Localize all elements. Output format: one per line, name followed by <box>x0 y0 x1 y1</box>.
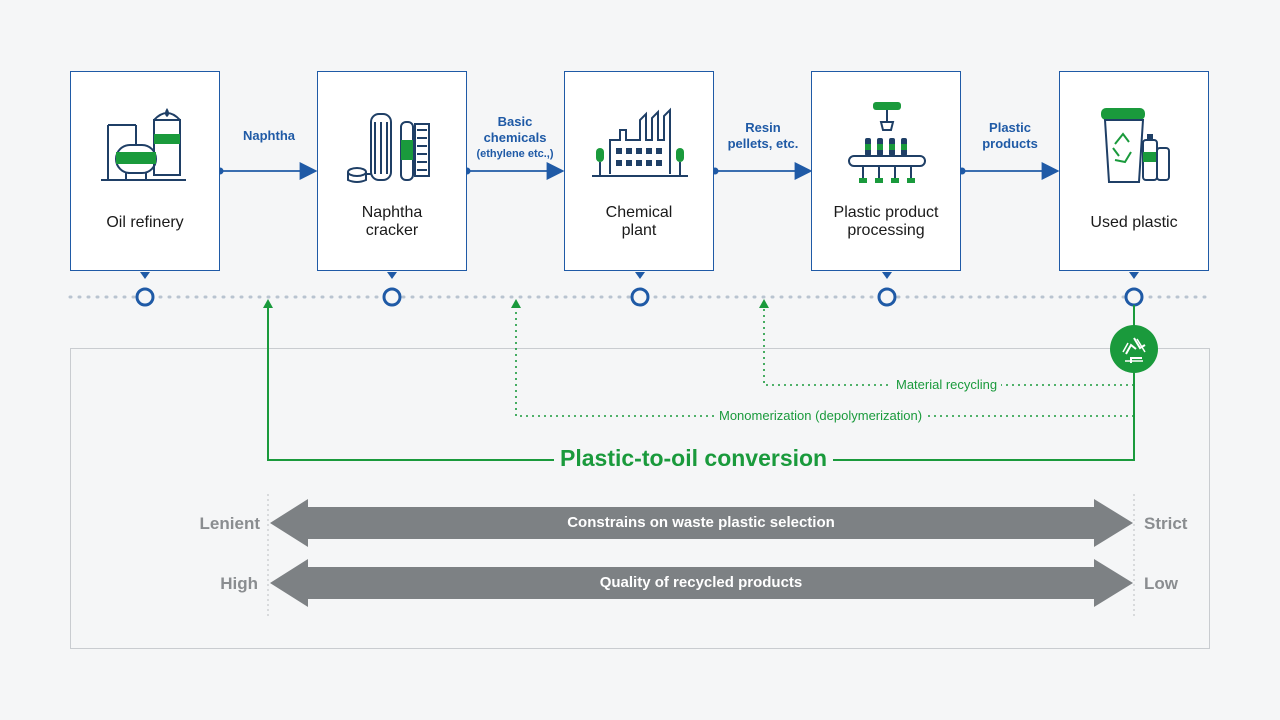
stage-label-chemical-plant: Chemical plant <box>605 204 673 239</box>
monomerization-label: Monomerization (depolymerization) <box>715 408 927 423</box>
scale-right-strict: Strict <box>1144 514 1188 533</box>
recycling-panel <box>70 348 1210 649</box>
stage-box-oil-refinery: Oil refinery <box>70 71 220 271</box>
flow-label-plastic-products: Plastic products <box>982 120 1038 151</box>
stage-box-naphtha-cracker: Naphtha cracker <box>317 71 467 271</box>
oil-refinery-icon <box>101 108 186 181</box>
naphtha-cracker-icon <box>347 113 430 183</box>
material-recycling-arrowhead <box>759 299 769 308</box>
scale-left-lenient: Lenient <box>199 514 260 533</box>
processing-conveyor-icon <box>848 102 926 183</box>
material-recycling-route <box>763 306 1134 386</box>
recycle-symbol-icon <box>1110 325 1158 373</box>
scale-arrow-constraints <box>270 499 1133 547</box>
scale-arrow-quality <box>270 559 1133 607</box>
stage-marker-4 <box>877 287 897 307</box>
stage-box-chemical-plant: Chemical plant <box>564 71 714 271</box>
stage-marker-1 <box>135 287 155 307</box>
material-recycling-label: Material recycling <box>892 377 1002 392</box>
scale-center-constraints: Constrains on waste plastic selection <box>567 514 835 531</box>
stage-label-oil-refinery: Oil refinery <box>106 214 184 231</box>
monomerization-route <box>515 306 1134 417</box>
stage-label-plastic-processing: Plastic product processing <box>833 204 939 239</box>
flow-label-naphtha: Naphtha <box>243 128 295 143</box>
stage-box-plastic-processing: Plastic product processing <box>811 71 961 271</box>
scale-center-quality: Quality of recycled products <box>599 574 803 591</box>
chemical-plant-icon <box>592 107 688 177</box>
scale-right-low: Low <box>1144 574 1178 593</box>
stage-label-used-plastic: Used plastic <box>1090 214 1178 231</box>
flow-label-basic-chemicals: Basic chemicals (ethylene etc.,) <box>476 114 554 160</box>
stage-marker-3 <box>630 287 650 307</box>
scale-left-high: High <box>220 574 258 593</box>
oil-conversion-route <box>267 306 1135 461</box>
stage-markers <box>135 272 1144 307</box>
stage-box-used-plastic: Used plastic <box>1059 71 1209 271</box>
oil-conversion-label: Plastic-to-oil conversion <box>554 445 834 472</box>
stage-marker-2 <box>382 287 402 307</box>
oil-conversion-arrowhead <box>263 299 273 308</box>
flow-label-resin-pellets: Resin pellets, etc. <box>727 120 799 151</box>
stage-label-naphtha-cracker: Naphtha cracker <box>361 204 423 239</box>
monomerization-arrowhead <box>511 299 521 308</box>
recycle-bin-icon <box>1101 108 1170 183</box>
